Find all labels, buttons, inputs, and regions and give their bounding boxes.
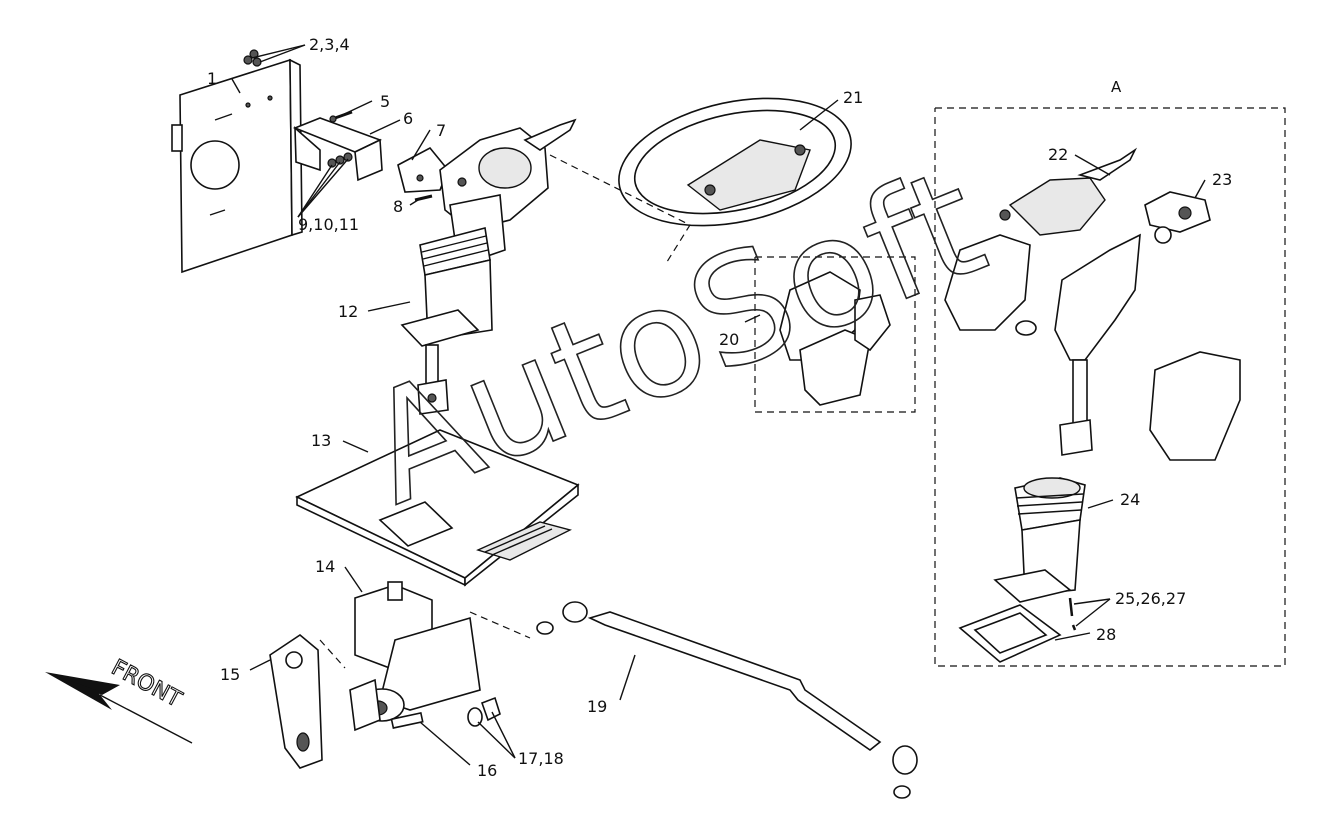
callout-15: 15 bbox=[220, 665, 240, 684]
callout-13: 13 bbox=[311, 431, 331, 450]
front-direction-arrow: FRONT bbox=[45, 655, 193, 744]
steering-gear-14-part bbox=[349, 581, 481, 732]
callout-7: 7 bbox=[436, 121, 446, 140]
callout-12: 12 bbox=[338, 302, 358, 321]
nuts-9-10-11-part bbox=[327, 152, 353, 168]
callout-19: 19 bbox=[587, 697, 607, 716]
lower-shaft-part bbox=[417, 344, 449, 415]
bolt-8-part bbox=[414, 194, 433, 202]
callout-9-10-11: 9,10,11 bbox=[298, 215, 359, 234]
shroud-group-20 bbox=[754, 256, 916, 413]
callout-21: 21 bbox=[843, 88, 863, 107]
boot-24-part bbox=[993, 477, 1086, 603]
callout-20: 20 bbox=[719, 330, 739, 349]
drag-link-19-part bbox=[536, 601, 918, 799]
callout-1: 1 bbox=[207, 69, 217, 88]
group-a-column-part bbox=[944, 226, 1241, 461]
callout-17-18: 17,18 bbox=[518, 749, 564, 768]
nut-washer-17-18-part bbox=[467, 696, 501, 727]
mounting-plate-part bbox=[171, 58, 303, 274]
group-a-label: A bbox=[1111, 78, 1122, 96]
callout-24: 24 bbox=[1120, 490, 1140, 509]
callout-14: 14 bbox=[315, 557, 335, 576]
leader-lines bbox=[231, 44, 1206, 766]
switch-module-23-part bbox=[1144, 191, 1211, 233]
callout-8: 8 bbox=[393, 197, 403, 216]
steering-wheel-21-part bbox=[618, 97, 852, 227]
bolt-16-part bbox=[390, 712, 424, 729]
callout-5: 5 bbox=[380, 92, 390, 111]
combination-switch-22-part bbox=[999, 147, 1138, 236]
screws-25-26-27-part bbox=[1068, 597, 1077, 631]
group-a-box bbox=[934, 107, 1286, 667]
callout-16: 16 bbox=[477, 761, 497, 780]
boot-12-part bbox=[400, 227, 493, 347]
callout-28: 28 bbox=[1096, 625, 1116, 644]
callout-25-26-27: 25,26,27 bbox=[1115, 589, 1186, 608]
projection-lines bbox=[319, 154, 691, 669]
bezel-ring-28-part bbox=[958, 604, 1062, 663]
callout-22: 22 bbox=[1048, 145, 1068, 164]
callout-2-3-4: 2,3,4 bbox=[309, 35, 350, 54]
callout-23: 23 bbox=[1212, 170, 1232, 189]
bracket-6-part bbox=[292, 117, 383, 182]
callout-6: 6 bbox=[403, 109, 413, 128]
floor-plate-13-part bbox=[295, 429, 580, 587]
pitman-arm-15-part bbox=[269, 634, 323, 769]
bolt-5-part bbox=[329, 110, 353, 123]
